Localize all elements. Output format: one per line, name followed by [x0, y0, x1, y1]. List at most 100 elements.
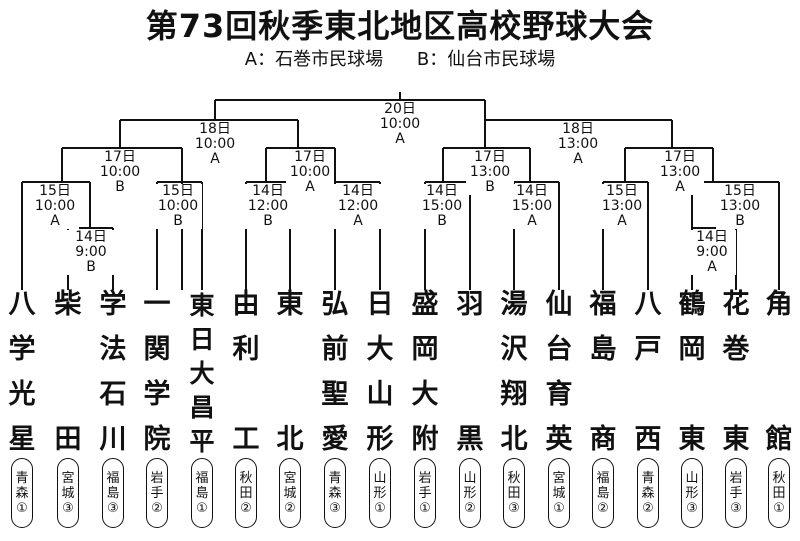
team-name-char: 石 — [99, 379, 127, 410]
match-time: 10:00 — [99, 164, 141, 180]
match-time: 13:00 — [719, 198, 761, 214]
team-name-char: 戸 — [634, 334, 662, 365]
prefecture-char: 福 — [596, 470, 610, 486]
team-name-char: 東 — [189, 291, 215, 320]
prefecture-char: 田 — [507, 485, 521, 501]
seed-rank: ① — [773, 500, 785, 516]
match-venue: B — [86, 259, 96, 275]
seed-rank: ③ — [730, 500, 742, 516]
prefecture-char: 手 — [729, 485, 743, 501]
team-name-char: 学 — [8, 334, 36, 365]
prefecture-char: 手 — [150, 485, 164, 501]
team-name-char: 日 — [366, 289, 394, 320]
prefecture-char: 秋 — [507, 470, 521, 486]
team-name-char: 川 — [99, 424, 127, 455]
team-name-char: 光 — [8, 379, 36, 410]
match-venue: A — [707, 259, 717, 275]
match-venue: A — [395, 131, 405, 147]
match-time: 15:00 — [421, 198, 463, 214]
match-venue: A — [305, 179, 315, 195]
prefecture-char: 青 — [328, 470, 342, 486]
team-name-char: 日 — [189, 325, 215, 354]
team-name: 福島商 — [584, 290, 622, 455]
match-date: 18日 — [562, 121, 594, 137]
match-date: 15日 — [162, 183, 194, 199]
team-name-char: 鶴 — [678, 289, 706, 320]
prefecture-char: 宮 — [61, 470, 75, 486]
team-name: 由利工 — [227, 290, 265, 455]
team-name-char: 台 — [545, 334, 573, 365]
match-venue: B — [437, 213, 447, 229]
team-name-char: 院 — [143, 424, 171, 455]
match-venue: A — [353, 213, 363, 229]
team-name-char: 花 — [722, 289, 750, 320]
team-name-char: 由 — [232, 289, 260, 320]
team-name: 柴田 — [49, 290, 87, 455]
prefecture-char: 形 — [373, 485, 387, 501]
seed-rank: ① — [374, 500, 386, 516]
team-name-char: 聖 — [321, 379, 349, 410]
prefecture-char: 森 — [641, 485, 655, 501]
prefecture-char: 福 — [195, 470, 209, 486]
match-date: 14日 — [696, 229, 728, 245]
team-name-char: 八 — [634, 289, 662, 320]
seed-rank: ③ — [62, 500, 74, 516]
seed-rank: ① — [16, 500, 28, 516]
match-time: 12:00 — [247, 198, 289, 214]
match-time: 10:00 — [194, 136, 236, 152]
team-name-char: 前 — [321, 334, 349, 365]
match-time: 13:00 — [557, 136, 599, 152]
match-time: 13:00 — [469, 164, 511, 180]
team-name-char: 学 — [99, 289, 127, 320]
team-name: 角館 — [760, 290, 798, 455]
team-name-char: 東 — [678, 424, 706, 455]
prefecture-char: 青 — [641, 470, 655, 486]
team-name-char: 育 — [545, 379, 573, 410]
team-name: 花巻東 — [717, 290, 755, 455]
team-name: 仙台育英 — [540, 290, 578, 455]
match-date: 15日 — [724, 183, 756, 199]
match-date: 14日 — [426, 183, 458, 199]
team-name: 鶴岡東 — [673, 290, 711, 455]
match-time: 13:00 — [601, 198, 643, 214]
team-name-char: 柴 — [54, 289, 82, 320]
prefecture-char: 山 — [463, 470, 477, 486]
team-name: 八学光星 — [3, 290, 41, 455]
team-name-char: 附 — [411, 424, 439, 455]
team-name: 羽黒 — [451, 290, 489, 455]
team-name-char: 工 — [232, 424, 260, 455]
prefecture-char: 田 — [239, 485, 253, 501]
team-name-char: 大 — [411, 379, 439, 410]
prefecture-char: 秋 — [772, 470, 786, 486]
team-name-char: 北 — [276, 424, 304, 455]
prefecture-char: 宮 — [283, 470, 297, 486]
venue-b-label: B：仙台市民球場 — [416, 49, 556, 70]
seed-rank: ① — [553, 500, 565, 516]
match-date: 17日 — [104, 149, 136, 165]
team-name-char: 東 — [722, 424, 750, 455]
match-date: 14日 — [252, 183, 284, 199]
match-venue: B — [173, 213, 183, 229]
match-date: 18日 — [199, 121, 231, 137]
team-name-char: 東 — [276, 289, 304, 320]
seed-rank: ③ — [329, 500, 341, 516]
